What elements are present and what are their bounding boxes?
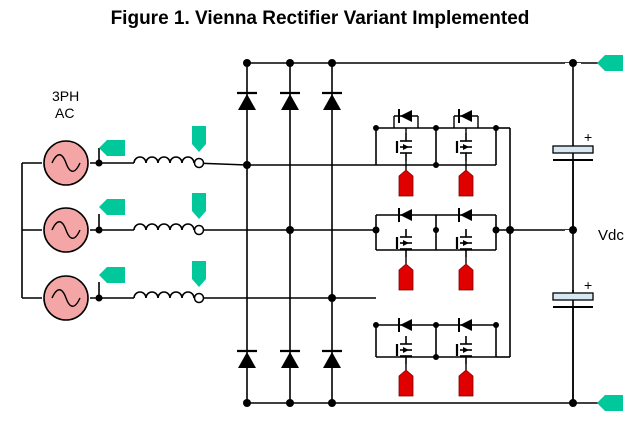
phase-a-inductor xyxy=(133,156,195,164)
phase-c-terminal xyxy=(193,292,205,304)
gate-drive-2b xyxy=(458,263,474,291)
voltage-sense-tag-a xyxy=(99,140,125,156)
phase-b-inductor xyxy=(133,223,195,231)
phase-c-inductor xyxy=(133,291,195,299)
source-label-line2: AC xyxy=(55,105,74,121)
phase-a-source xyxy=(43,140,89,186)
dc-capacitor-top xyxy=(552,63,594,230)
current-sense-tag-c xyxy=(192,261,206,287)
current-sense-tag-a xyxy=(192,126,206,152)
dc-top-sense-tag xyxy=(597,55,623,71)
bridge-diode-bottom-3 xyxy=(320,349,344,370)
source-label-line1: 3PH xyxy=(52,88,79,104)
phase-a-terminal xyxy=(193,157,205,169)
bridge-diode-top-1 xyxy=(235,91,259,112)
voltage-sense-tag-c xyxy=(99,267,125,283)
figure-title: Figure 1. Vienna Rectifier Variant Imple… xyxy=(110,8,530,29)
switch-leg-3 xyxy=(395,317,474,370)
cap-top-plus: + xyxy=(584,129,592,145)
dc-bottom-sense-tag xyxy=(597,395,623,411)
voltage-sense-tag-b xyxy=(99,199,125,215)
phase-c-source xyxy=(43,275,89,321)
junction-dots xyxy=(95,59,577,407)
bridge-diode-bottom-2 xyxy=(278,349,302,370)
gate-drive-3a xyxy=(398,369,414,397)
dc-voltage-label: Vdc xyxy=(598,227,624,244)
gate-drive-3b xyxy=(458,369,474,397)
current-sense-tag-b xyxy=(192,193,206,219)
switch-leg-1 xyxy=(393,108,479,170)
wiring xyxy=(21,62,600,404)
dc-capacitor-bottom xyxy=(552,230,594,403)
switch-leg-2 xyxy=(395,207,474,264)
gate-drive-2a xyxy=(398,263,414,291)
phase-b-source xyxy=(43,207,89,253)
gate-drive-1b xyxy=(458,169,474,197)
bridge-diode-bottom-1 xyxy=(235,349,259,370)
gate-drive-1a xyxy=(398,169,414,197)
bridge-diode-top-2 xyxy=(278,91,302,112)
phase-b-terminal xyxy=(193,224,205,236)
cap-bottom-plus: + xyxy=(584,277,592,293)
bridge-diode-top-3 xyxy=(320,91,344,112)
